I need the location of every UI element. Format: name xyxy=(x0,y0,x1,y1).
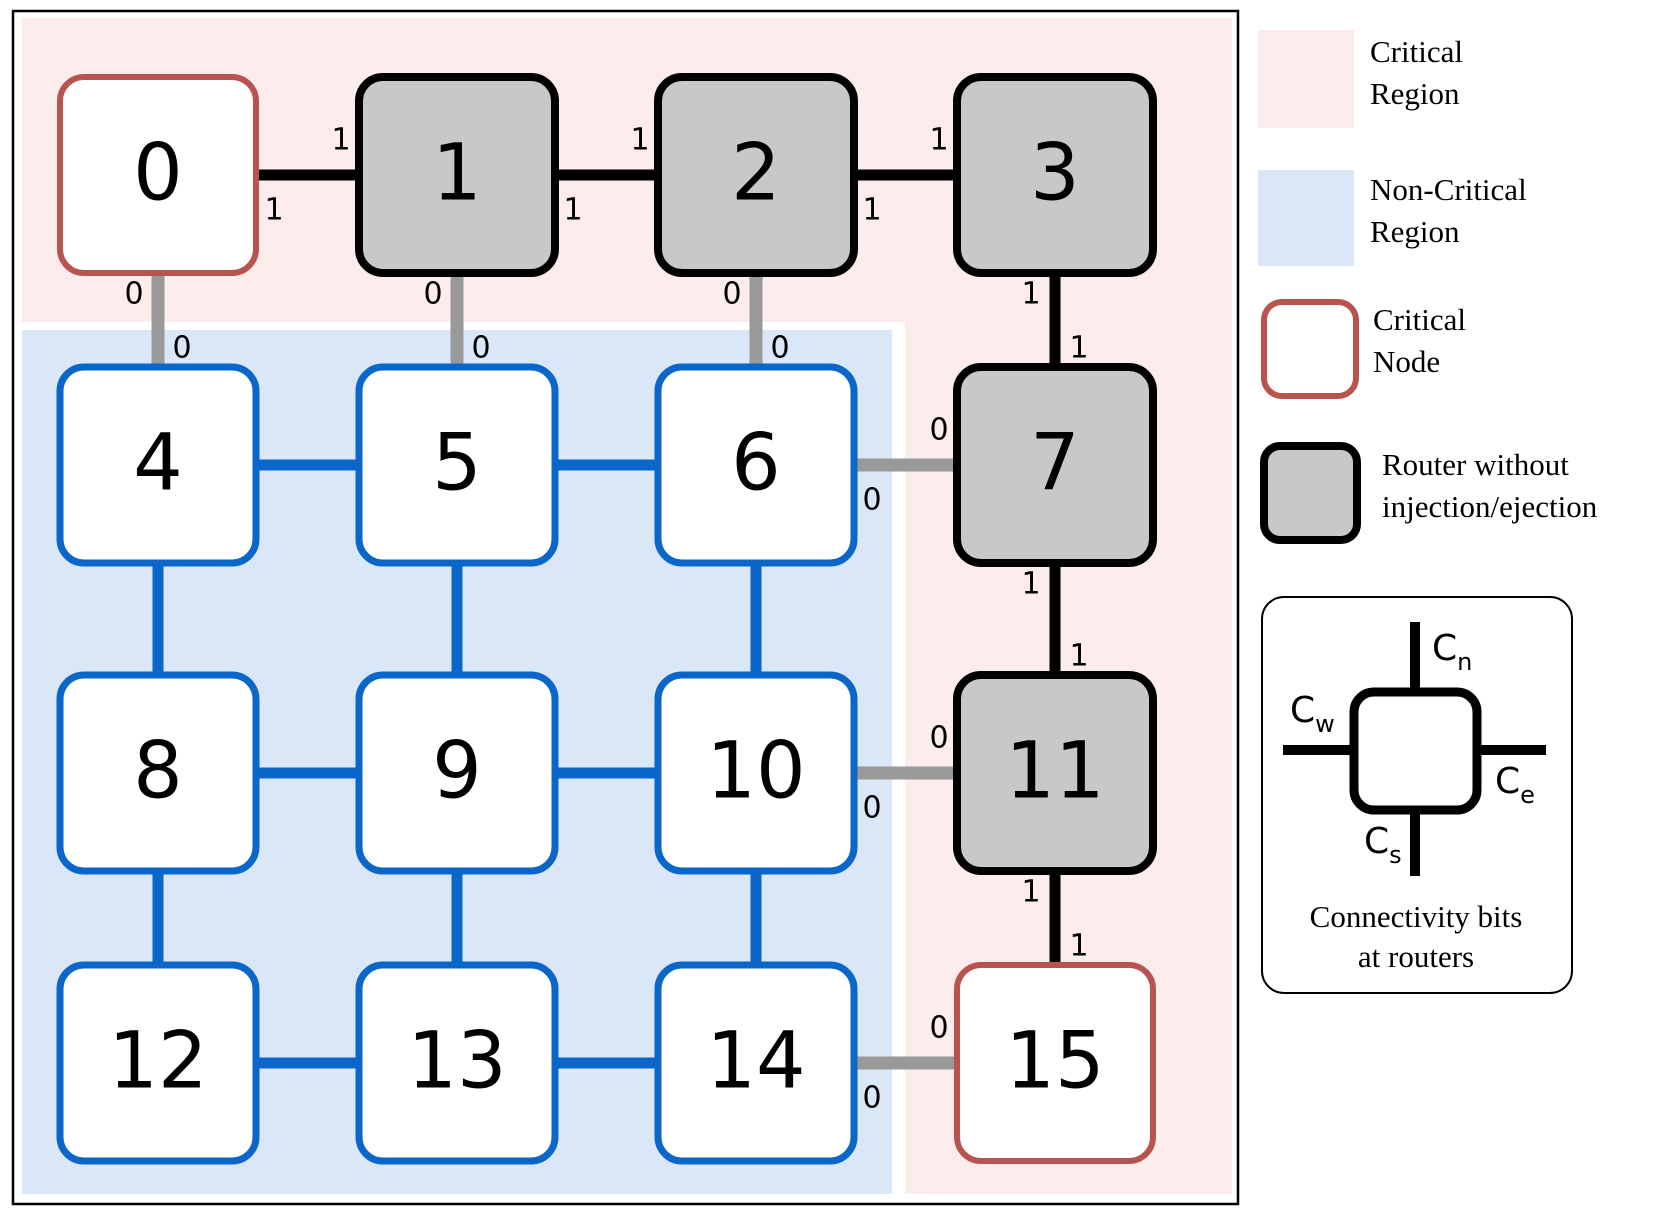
connectivity-router-icon xyxy=(1283,622,1546,876)
connectivity-bit-7-11-1: 1 xyxy=(1021,567,1040,602)
connectivity-bit-1-5-2: 0 xyxy=(471,331,490,366)
connectivity-bit-2-3-1: 1 xyxy=(929,123,948,158)
node-box-9 xyxy=(355,671,559,875)
connectivity-bit-3-7-1: 1 xyxy=(1021,277,1040,312)
node-label-14: 14 xyxy=(706,1016,805,1106)
node-9: 9 xyxy=(355,671,559,875)
connectivity-bit-10-11-1: 0 xyxy=(929,721,948,756)
connectivity-bit-7-11-2: 1 xyxy=(1069,639,1088,674)
node-label-4: 4 xyxy=(133,418,183,508)
node-label-1: 1 xyxy=(432,128,482,218)
node-8: 8 xyxy=(56,671,260,875)
node-label-9: 9 xyxy=(432,726,482,816)
connectivity-bit-3-7-2: 1 xyxy=(1069,331,1088,366)
connectivity-label-south: Cs xyxy=(1364,821,1402,869)
connectivity-label-north: Cn xyxy=(1432,628,1472,676)
node-box-2 xyxy=(654,73,858,277)
node-3: 3 xyxy=(953,73,1157,277)
connectivity-bit-0-4-1: 0 xyxy=(124,277,143,312)
node-0: 0 xyxy=(57,74,259,276)
node-15: 15 xyxy=(954,962,1156,1164)
legend-router-label-line2: injection/ejection xyxy=(1382,489,1598,524)
connectivity-bit-14-15-1: 0 xyxy=(929,1011,948,1046)
node-6: 6 xyxy=(654,363,858,567)
legend-critical-node-label-line2: Node xyxy=(1373,344,1440,379)
legend-router-label-line1: Router without xyxy=(1382,447,1569,482)
connectivity-bit-1-2-2: 1 xyxy=(563,193,582,228)
legend-critical-region-label-line2: Region xyxy=(1370,76,1460,111)
connectivity-bit-2-6-1: 0 xyxy=(722,277,741,312)
connectivity-label-east: Ce xyxy=(1495,761,1535,809)
connectivity-bit-10-11-2: 0 xyxy=(862,791,881,826)
connectivity-bit-0-1-2: 1 xyxy=(264,193,283,228)
node-1: 1 xyxy=(355,73,559,277)
node-label-5: 5 xyxy=(432,418,482,508)
node-label-10: 10 xyxy=(706,726,805,816)
legend-critical-node-swatch xyxy=(1261,299,1359,399)
node-box-3 xyxy=(953,73,1157,277)
node-label-12: 12 xyxy=(108,1016,207,1106)
connectivity-bit-0-4-2: 0 xyxy=(172,331,191,366)
node-box-14 xyxy=(654,961,858,1165)
legend-critical-node-label-line1: Critical xyxy=(1373,302,1466,337)
connectivity-bit-14-15-2: 0 xyxy=(862,1081,881,1116)
node-box-15 xyxy=(954,962,1156,1164)
node-12: 12 xyxy=(56,961,260,1165)
node-box-4 xyxy=(56,363,260,567)
connectivity-caption-line2: at routers xyxy=(1358,939,1474,974)
node-box-8 xyxy=(56,671,260,875)
connectivity-bit-0-1-1: 1 xyxy=(331,123,350,158)
node-box-0 xyxy=(57,74,259,276)
node-box-10 xyxy=(654,671,858,875)
connectivity-bit-1-5-1: 0 xyxy=(423,277,442,312)
legend-router-swatch xyxy=(1260,442,1361,544)
connectivity-bit-1-2-1: 1 xyxy=(630,123,649,158)
node-13: 13 xyxy=(355,961,559,1165)
node-box-1 xyxy=(355,73,559,277)
connectivity-bit-6-7-1: 0 xyxy=(929,413,948,448)
node-label-8: 8 xyxy=(133,726,183,816)
node-label-7: 7 xyxy=(1030,418,1080,508)
connectivity-label-west: Cw xyxy=(1290,690,1335,738)
node-label-6: 6 xyxy=(731,418,781,508)
node-box-12 xyxy=(56,961,260,1165)
node-box-11 xyxy=(953,671,1157,875)
critical-region xyxy=(22,18,1232,1194)
node-box-7 xyxy=(953,363,1157,567)
node-5: 5 xyxy=(355,363,559,567)
connectivity-bit-2-3-2: 1 xyxy=(862,193,881,228)
node-label-13: 13 xyxy=(407,1016,506,1106)
node-label-0: 0 xyxy=(133,128,183,218)
connectivity-bit-2-6-2: 0 xyxy=(770,331,789,366)
connectivity-bit-6-7-2: 0 xyxy=(862,483,881,518)
node-label-3: 3 xyxy=(1030,128,1080,218)
legend-non-critical-region-label-line1: Non-Critical xyxy=(1370,172,1527,207)
node-label-11: 11 xyxy=(1005,726,1104,816)
node-box-13 xyxy=(355,961,559,1165)
node-14: 14 xyxy=(654,961,858,1165)
node-box-5 xyxy=(355,363,559,567)
connectivity-bit-11-15-2: 1 xyxy=(1069,929,1088,964)
legend: Critical Region Non-Critical Region Crit… xyxy=(1258,30,1598,994)
connectivity-caption-line1: Connectivity bits xyxy=(1310,899,1523,934)
connectivity-bit-11-15-1: 1 xyxy=(1021,875,1040,910)
node-box-6 xyxy=(654,363,858,567)
node-2: 2 xyxy=(654,73,858,277)
legend-non-critical-region-label-line2: Region xyxy=(1370,214,1460,249)
node-11: 11 xyxy=(953,671,1157,875)
legend-non-critical-region-swatch xyxy=(1258,170,1354,266)
node-7: 7 xyxy=(953,363,1157,567)
node-label-2: 2 xyxy=(731,128,781,218)
legend-critical-region-swatch xyxy=(1258,30,1354,128)
legend-critical-region-label-line1: Critical xyxy=(1370,34,1463,69)
node-label-15: 15 xyxy=(1005,1016,1104,1106)
node-10: 10 xyxy=(654,671,858,875)
node-4: 4 xyxy=(56,363,260,567)
